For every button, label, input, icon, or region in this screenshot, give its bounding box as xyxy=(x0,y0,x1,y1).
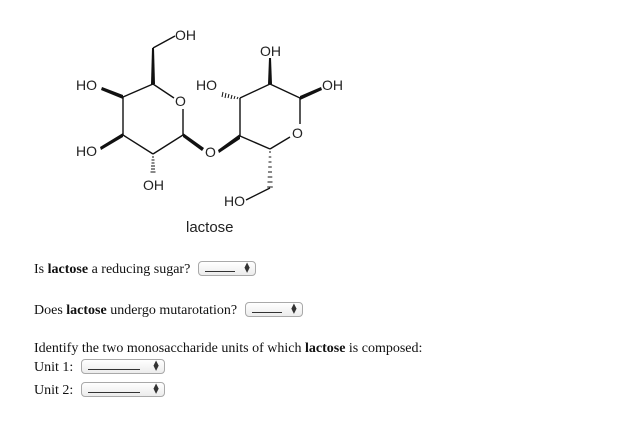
label-ho-bottom-right: HO xyxy=(224,193,245,209)
dropdown-arrows-icon: ▲▼ xyxy=(291,302,297,316)
unit-2-label: Unit 2: xyxy=(34,383,74,398)
q1-pre: Is xyxy=(34,262,48,277)
dropdown-blank xyxy=(204,271,235,273)
structure-caption: lactose xyxy=(186,219,234,236)
dropdown-arrows-icon: ▲▼ xyxy=(153,359,159,373)
label-ho-ring-right: HO xyxy=(196,77,217,93)
question-mutarotation: Does lactose undergo mutarotation? ▲▼ xyxy=(34,302,303,320)
lactose-structure-diagram: OH OH HO HO OH O O HO O OH HO lactose xyxy=(76,27,343,236)
dropdown-arrows-icon: ▲▼ xyxy=(244,261,250,275)
q2-bold: lactose xyxy=(66,303,107,318)
question-monosaccharide-units: Identify the two monosaccharide units of… xyxy=(34,340,422,358)
label-oh-top-left: OH xyxy=(175,27,196,43)
label-o-ring-right: O xyxy=(292,125,303,141)
q1-post: a reducing sugar? xyxy=(88,262,191,277)
unit-2-row: Unit 2: ▲▼ xyxy=(34,382,165,400)
left-ring xyxy=(122,35,184,155)
unit-1-dropdown[interactable]: ▲▼ xyxy=(80,359,165,375)
q3-post: is composed: xyxy=(345,341,423,356)
unit-1-row: Unit 1: ▲▼ xyxy=(34,359,165,377)
label-o-ring-left: O xyxy=(175,93,186,109)
right-hash-bond-lower xyxy=(267,151,273,188)
q1-bold: lactose xyxy=(47,262,89,277)
question-reducing-sugar: Is lactose a reducing sugar? ▲▼ xyxy=(34,261,256,279)
label-o-bridge: O xyxy=(205,144,216,160)
label-oh-right: OH xyxy=(322,77,343,93)
unit-1-label: Unit 1: xyxy=(34,360,74,375)
reducing-sugar-dropdown[interactable]: ▲▼ xyxy=(197,261,256,277)
dropdown-arrows-icon: ▲▼ xyxy=(153,382,159,396)
q2-pre: Does xyxy=(34,303,67,318)
unit-2-dropdown[interactable]: ▲▼ xyxy=(80,382,165,398)
left-hash-bond xyxy=(150,156,156,173)
dropdown-blank xyxy=(87,369,140,371)
mutarotation-dropdown[interactable]: ▲▼ xyxy=(244,302,303,318)
label-ho-left-upper: HO xyxy=(76,77,97,93)
right-ring-wedges xyxy=(218,58,322,153)
left-ring-wedges xyxy=(100,48,204,151)
right-hash-bond-upper xyxy=(221,91,239,100)
q2-post: undergo mutarotation? xyxy=(106,303,238,318)
q3-bold: lactose xyxy=(304,341,346,356)
label-oh-bottom-left: OH xyxy=(143,177,164,193)
dropdown-blank xyxy=(251,312,282,314)
dropdown-blank xyxy=(87,392,140,394)
right-ring xyxy=(239,83,301,201)
label-oh-top-right: OH xyxy=(260,43,281,59)
label-ho-left-lower: HO xyxy=(76,143,97,159)
q3-pre: Identify the two monosaccharide units of… xyxy=(34,341,305,356)
